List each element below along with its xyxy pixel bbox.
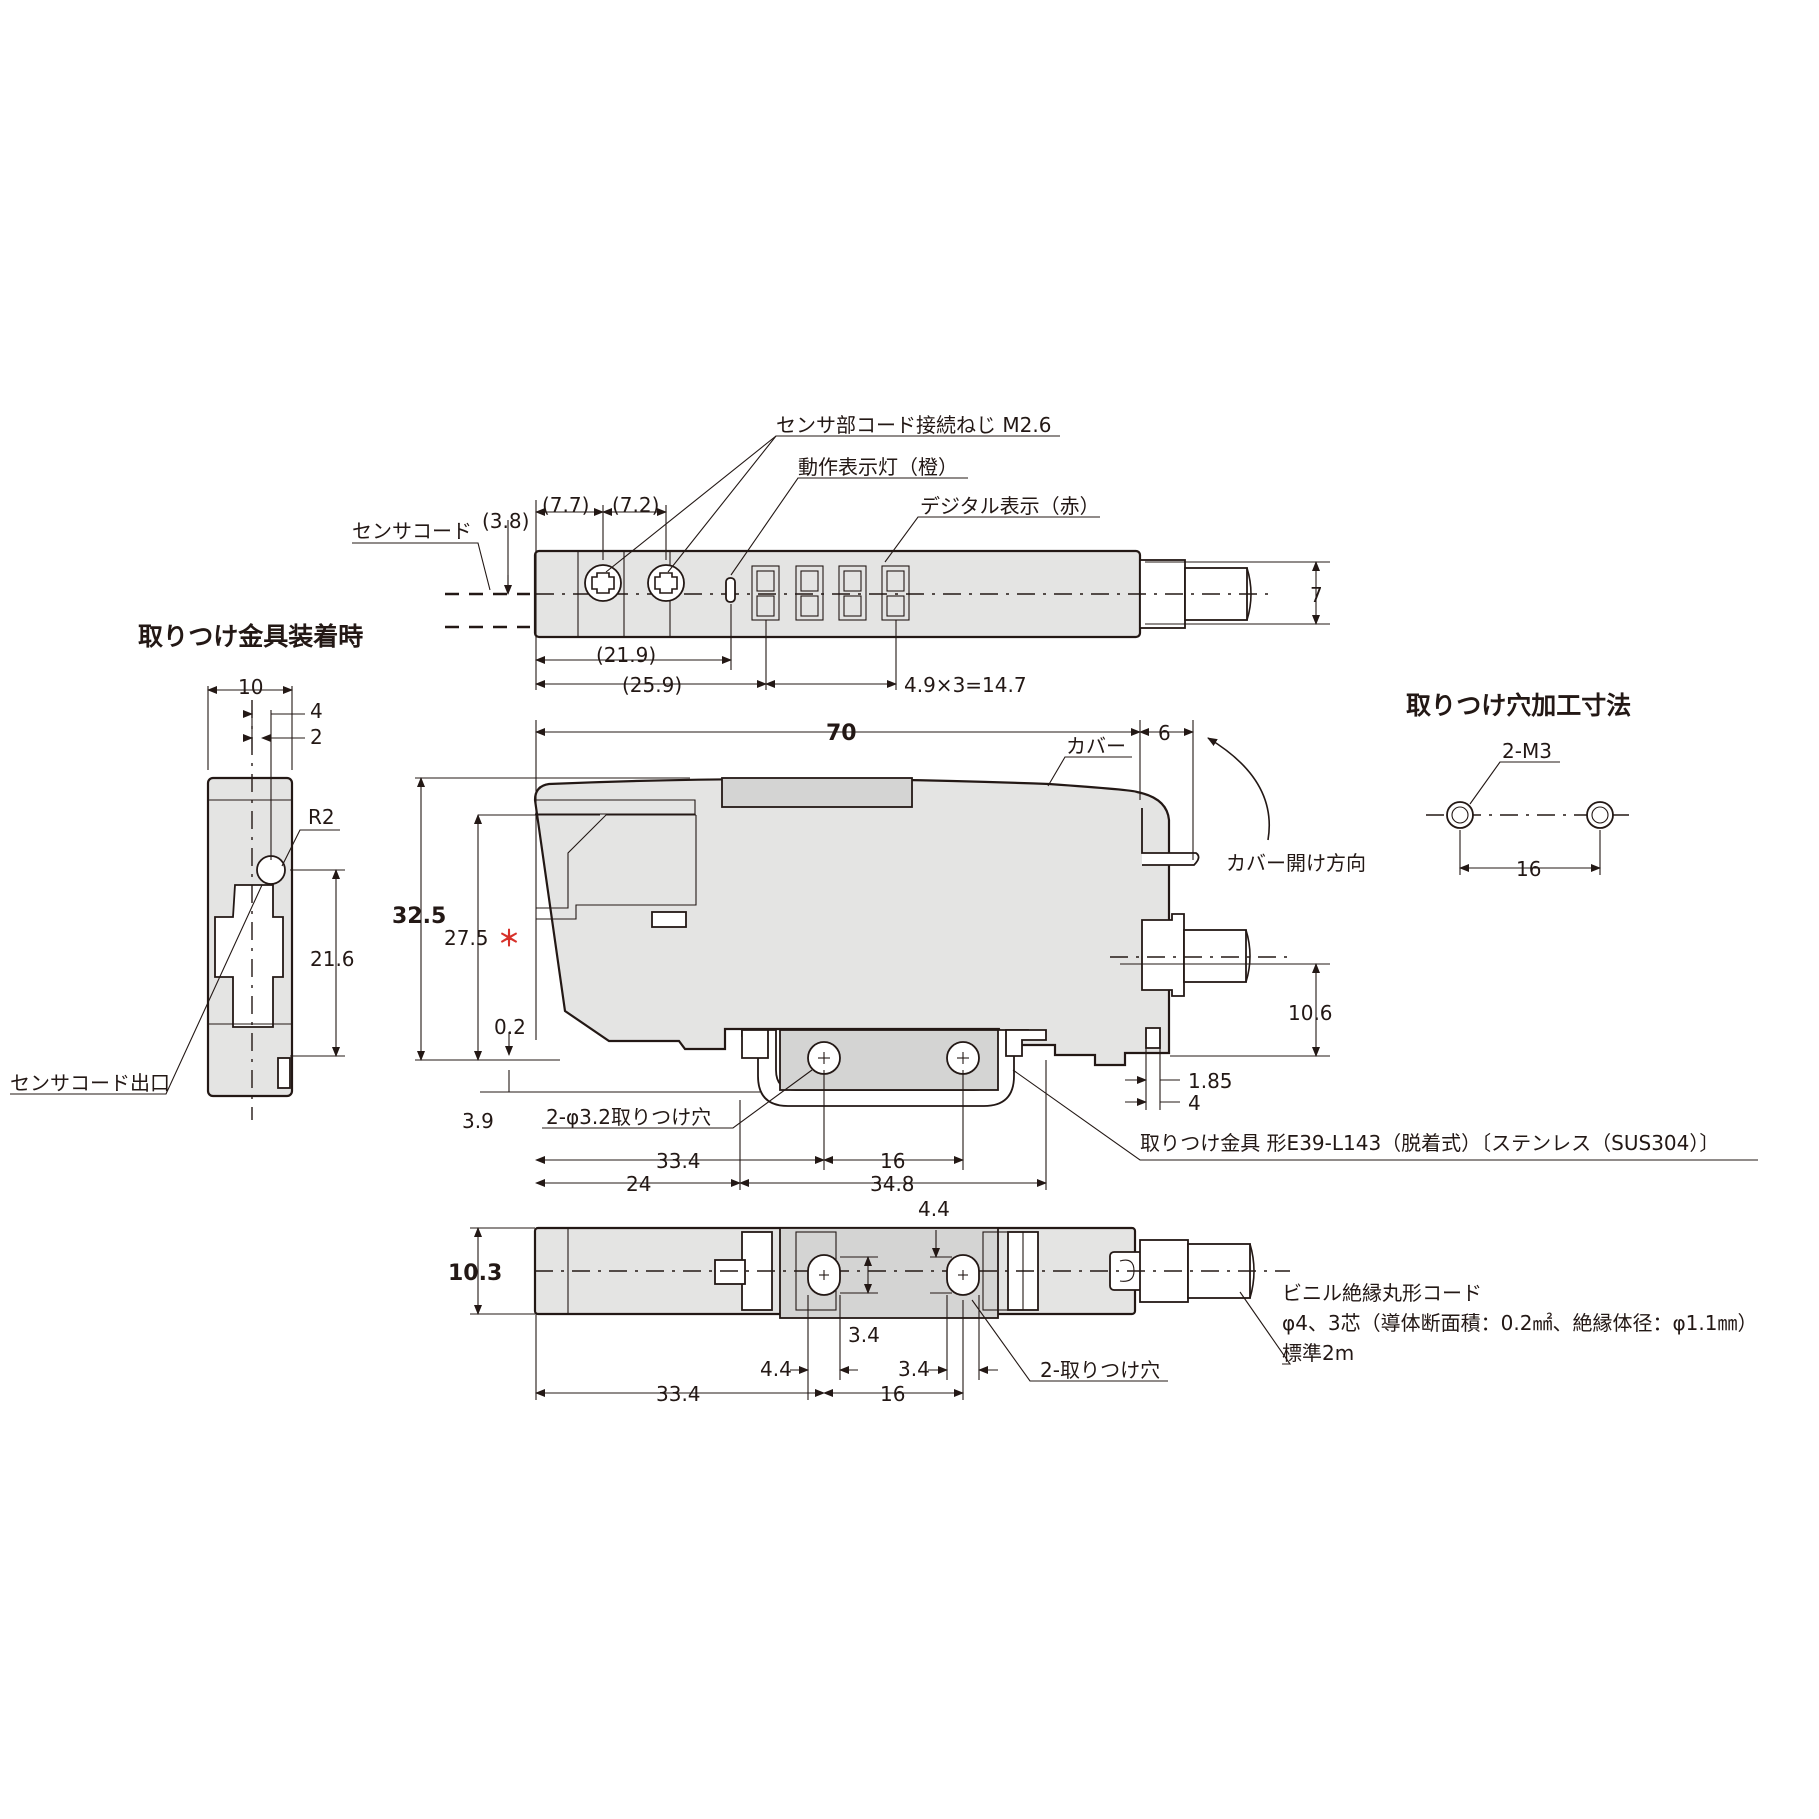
title-mounted: 取りつけ金具装着時 [138, 622, 363, 651]
dim-3-4a: 3.4 [848, 1323, 880, 1347]
dim-21-9: (21.9) [596, 643, 656, 667]
dim-6: 6 [1158, 721, 1171, 745]
front-view [415, 720, 1758, 1190]
cover-tab [721, 777, 913, 808]
front-view-body [533, 777, 1171, 1067]
label-indicator: 動作表示灯（橙） [798, 455, 958, 479]
slot-hole-icon [946, 1254, 980, 1296]
label-mount-hole: 2-φ3.2取りつけ穴 [546, 1105, 711, 1129]
dim-16h: 16 [1516, 857, 1541, 881]
label-cable-line1: ビニル絶縁丸形コード [1282, 1281, 1482, 1305]
dim-24: 24 [626, 1172, 651, 1196]
dim-7-2: (7.2) [612, 493, 659, 517]
label-star: ＊ [498, 927, 520, 952]
dim-21-6: 21.6 [310, 947, 355, 971]
cord-exit-icon [256, 855, 286, 885]
dim-7: 7 [1310, 583, 1323, 607]
dim-3-8: (3.8) [482, 509, 529, 533]
dim-4a: 4 [1188, 1091, 1201, 1115]
dim-10-6: 10.6 [1288, 1001, 1333, 1025]
top-view [352, 435, 1330, 690]
dim-25-9: (25.9) [622, 673, 682, 697]
label-sensor-cord: センサコード [352, 519, 472, 543]
dim-4-4a: 4.4 [918, 1197, 950, 1221]
hole-icon [1586, 801, 1614, 829]
side-view [10, 686, 345, 1120]
label-screw: センサ部コード接続ねじ M2.6 [776, 413, 1051, 437]
indicator-lamp [725, 577, 736, 603]
label-cover: カバー [1066, 734, 1126, 758]
screw-icon [647, 564, 685, 602]
label-bracket: 取りつけ金具 形E39-L143（脱着式）〔ステンレス（SUS304）〕 [1140, 1131, 1719, 1155]
label-mount-hole2: 2-取りつけ穴 [1040, 1358, 1160, 1382]
label-sensor-cord-exit: センサコード出口 [10, 1071, 170, 1095]
label-m3: 2-M3 [1502, 739, 1552, 763]
digital-display [751, 565, 910, 621]
label-r2: R2 [308, 805, 335, 829]
bottom-view [470, 1226, 1292, 1400]
dim-34-8: 34.8 [870, 1172, 915, 1196]
dim-32-5: 32.5 [392, 904, 446, 929]
label-cable-line3: 標準2m [1282, 1341, 1354, 1365]
dim-2: 2 [310, 725, 323, 749]
dim-27-5: 27.5 [444, 926, 489, 950]
label-cover-open: カバー開け方向 [1226, 851, 1366, 875]
dim-33-4a: 33.4 [656, 1149, 701, 1173]
mount-hole-icon [807, 1041, 841, 1075]
dim-1-85: 1.85 [1188, 1069, 1233, 1093]
dim-0-2: 0.2 [494, 1015, 526, 1039]
label-cable-line2: φ4、3芯（導体断面積：0.2㎟、絶縁体径：φ1.1㎜） [1282, 1311, 1757, 1335]
dim-4-4b: 4.4 [760, 1357, 792, 1381]
front-cable [1183, 929, 1247, 983]
dim-3-9: 3.9 [462, 1109, 494, 1133]
slot-hole-icon [807, 1254, 841, 1296]
text-layer: 取りつけ金具装着時 取りつけ穴加工寸法 センサ部コード接続ねじ M2.6 動作表… [10, 413, 1757, 1406]
dim-14-7: 4.9×3=14.7 [904, 673, 1027, 697]
dim-7-7: (7.7) [542, 493, 589, 517]
dim-3-4b: 3.4 [898, 1357, 930, 1381]
hole-icon [1446, 801, 1474, 829]
dim-4b: 4 [310, 699, 323, 723]
mounting-bracket [741, 1029, 1047, 1107]
dim-10-3: 10.3 [448, 1261, 502, 1286]
dim-16a: 16 [880, 1149, 905, 1173]
mount-hole-icon [946, 1041, 980, 1075]
label-digital: デジタル表示（赤） [920, 494, 1100, 518]
cover-open-arrow-icon [1207, 737, 1270, 841]
hole-pattern [1426, 761, 1632, 875]
dim-10: 10 [238, 675, 263, 699]
screw-icon [584, 564, 622, 602]
dim-70: 70 [826, 721, 857, 746]
dim-16b: 16 [880, 1382, 905, 1406]
dim-33-4b: 33.4 [656, 1382, 701, 1406]
title-hole-processing: 取りつけ穴加工寸法 [1406, 691, 1631, 720]
